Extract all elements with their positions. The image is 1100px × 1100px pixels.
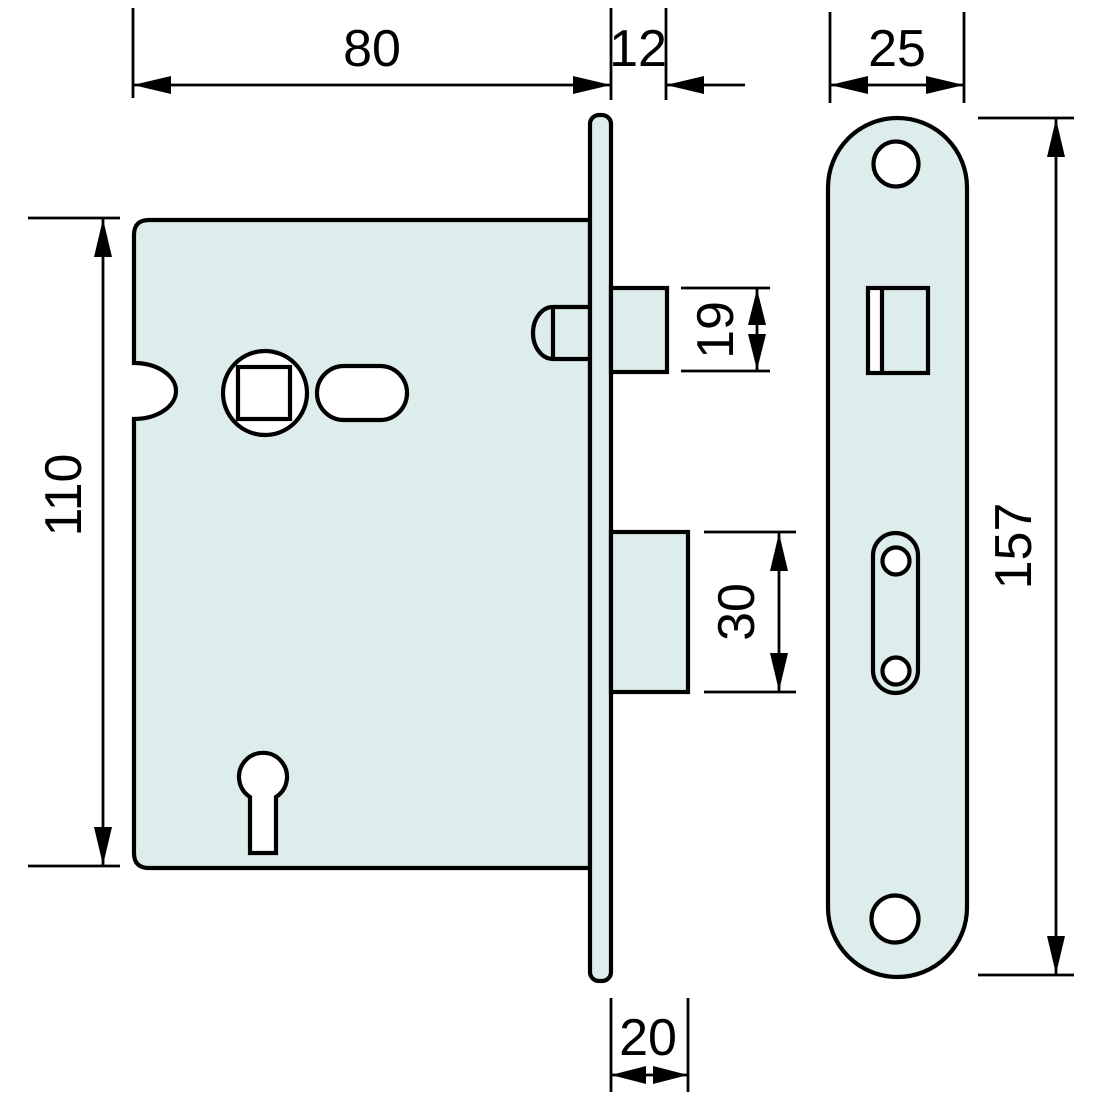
forend-faceplate	[587, 112, 614, 984]
dim-label-case-height: 110	[35, 454, 93, 537]
dimension-plate-width: 25	[828, 12, 966, 103]
arrowhead-left	[611, 1066, 646, 1084]
dim-label-deadbolt-height: 30	[708, 583, 766, 641]
dim-label-plate-width: 25	[868, 20, 926, 78]
dimension-latch-projection: 12	[609, 8, 745, 100]
arrowhead-down	[748, 334, 766, 370]
arrowhead-down	[1047, 936, 1065, 974]
arrowhead-left	[830, 76, 868, 94]
lock-case-body	[131, 217, 593, 871]
arrowhead-right	[926, 76, 964, 94]
slot-lower-hole	[880, 655, 912, 687]
latch-opening-outline	[865, 285, 931, 376]
dim-label-latch-projection: 12	[609, 20, 667, 78]
arrowhead-left	[666, 76, 704, 94]
arrowhead-left	[133, 76, 171, 94]
drawing-root: 80 12 25	[28, 8, 1074, 1092]
deadbolt	[608, 529, 691, 695]
arrowhead-up	[1047, 119, 1065, 157]
dimension-deadbolt-height: 30	[704, 530, 796, 694]
arrowhead-right	[653, 1066, 688, 1084]
latch-face-in-opening	[882, 288, 928, 373]
dimension-latch-height: 19	[681, 286, 770, 373]
arrowhead-down	[94, 827, 112, 865]
dim-label-case-depth: 80	[343, 20, 401, 78]
dimensions-group: 80 12 25	[28, 8, 1074, 1092]
deadbolt-slot	[870, 530, 921, 696]
arrowhead-up	[770, 533, 788, 571]
latch-bolt	[608, 285, 670, 375]
lock-case-group	[131, 112, 691, 984]
dim-label-latch-height: 19	[687, 301, 745, 359]
bottom-screw-hole	[869, 893, 921, 945]
oval-hole	[314, 363, 410, 423]
arrowhead-down	[770, 653, 788, 691]
arrowhead-up	[748, 289, 766, 325]
dimension-case-height: 110	[28, 216, 120, 868]
arrowhead-up	[94, 219, 112, 257]
faceplate-front-view-group	[825, 115, 970, 980]
arrowhead-right	[573, 76, 611, 94]
dim-label-deadbolt-throw: 20	[619, 1009, 677, 1067]
dim-label-plate-height: 157	[985, 503, 1043, 590]
keyhole	[236, 750, 290, 856]
spindle-square-hole	[235, 364, 293, 422]
top-screw-hole	[871, 139, 921, 189]
dimension-deadbolt-throw: 20	[609, 998, 690, 1092]
latch-head	[530, 304, 593, 362]
slot-upper-hole	[880, 545, 912, 577]
dimension-plate-height: 157	[978, 116, 1074, 977]
dimension-case-depth: 80	[131, 8, 613, 100]
